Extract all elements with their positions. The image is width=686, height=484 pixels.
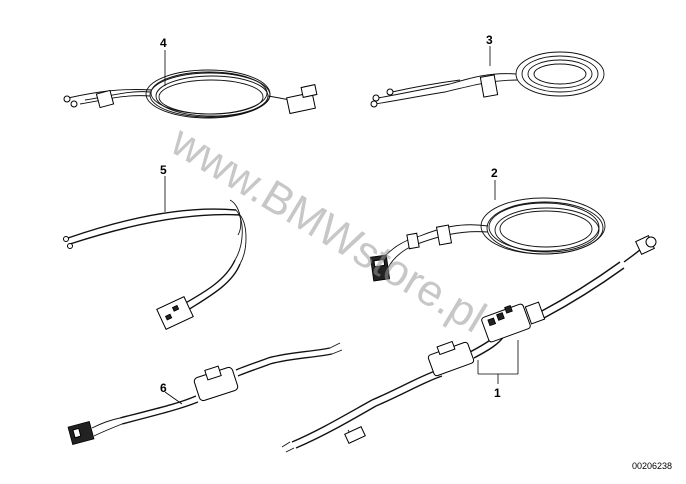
part-1-connector-lower: [427, 340, 475, 377]
part-4-harness: [63, 50, 318, 119]
part-6-cable: [67, 342, 343, 446]
part-2-harness: [369, 180, 606, 282]
callout-2: 2: [491, 166, 498, 180]
part-4-coil: [145, 69, 271, 119]
part-6-inline-connector: [193, 365, 239, 402]
part-1-connector-upper: [481, 301, 546, 343]
part-3-harness: [370, 46, 605, 108]
part-2-connector: [369, 254, 391, 282]
callout-3: 3: [486, 33, 493, 47]
part-5-cable: [63, 176, 247, 330]
part-1-harness: [281, 235, 657, 453]
part-1-end-connector: [635, 235, 657, 255]
callout-6: 6: [160, 381, 167, 395]
part-5-connector: [156, 296, 194, 330]
part-4-connector: [286, 84, 318, 115]
callout-4: 4: [160, 36, 167, 50]
callout-1: 1: [494, 386, 501, 400]
part-6-end-connector: [67, 420, 95, 446]
part-3-loop: [515, 51, 605, 97]
document-number: 00206238: [632, 461, 672, 471]
part-2-coil: [480, 197, 606, 255]
callout-5: 5: [160, 163, 167, 177]
part-4-clip-left: [95, 89, 115, 109]
part-3-clip: [479, 74, 499, 98]
